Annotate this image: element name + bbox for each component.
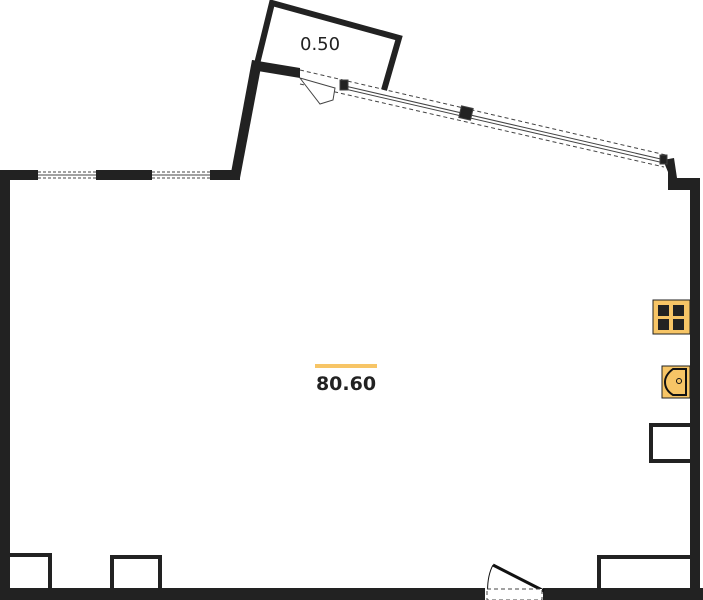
- wall-corner-step: [663, 158, 700, 190]
- fixtures: [10, 423, 690, 590]
- wall-bottom-right: [543, 588, 703, 600]
- fixture-box-1: [10, 553, 52, 590]
- windows: [38, 69, 668, 180]
- main-room-area-label: 80.60: [315, 373, 377, 395]
- window-top-1: [38, 170, 96, 180]
- wall-balcony-stub: [252, 60, 300, 78]
- door-leaf: [492, 563, 545, 593]
- walls: [0, 60, 703, 600]
- balcony: [254, 0, 403, 91]
- fixture-box-3: [597, 555, 690, 590]
- window-balcony: [298, 69, 668, 168]
- area-underline: [315, 364, 377, 368]
- wall-top-left: [0, 170, 240, 180]
- fixture-box-4: [649, 423, 690, 463]
- wall-right: [690, 180, 700, 600]
- wall-left: [0, 170, 10, 600]
- stove-icon: [652, 299, 691, 335]
- sink-icon: [661, 365, 691, 399]
- entrance-door: [486, 563, 545, 600]
- wall-bottom-left: [0, 588, 485, 600]
- balcony-door-leaf: [298, 77, 336, 105]
- window-top-2: [152, 170, 210, 180]
- wall-slanted: [230, 60, 262, 178]
- fixture-box-2: [110, 555, 162, 590]
- balcony-area-label: 0.50: [300, 34, 341, 55]
